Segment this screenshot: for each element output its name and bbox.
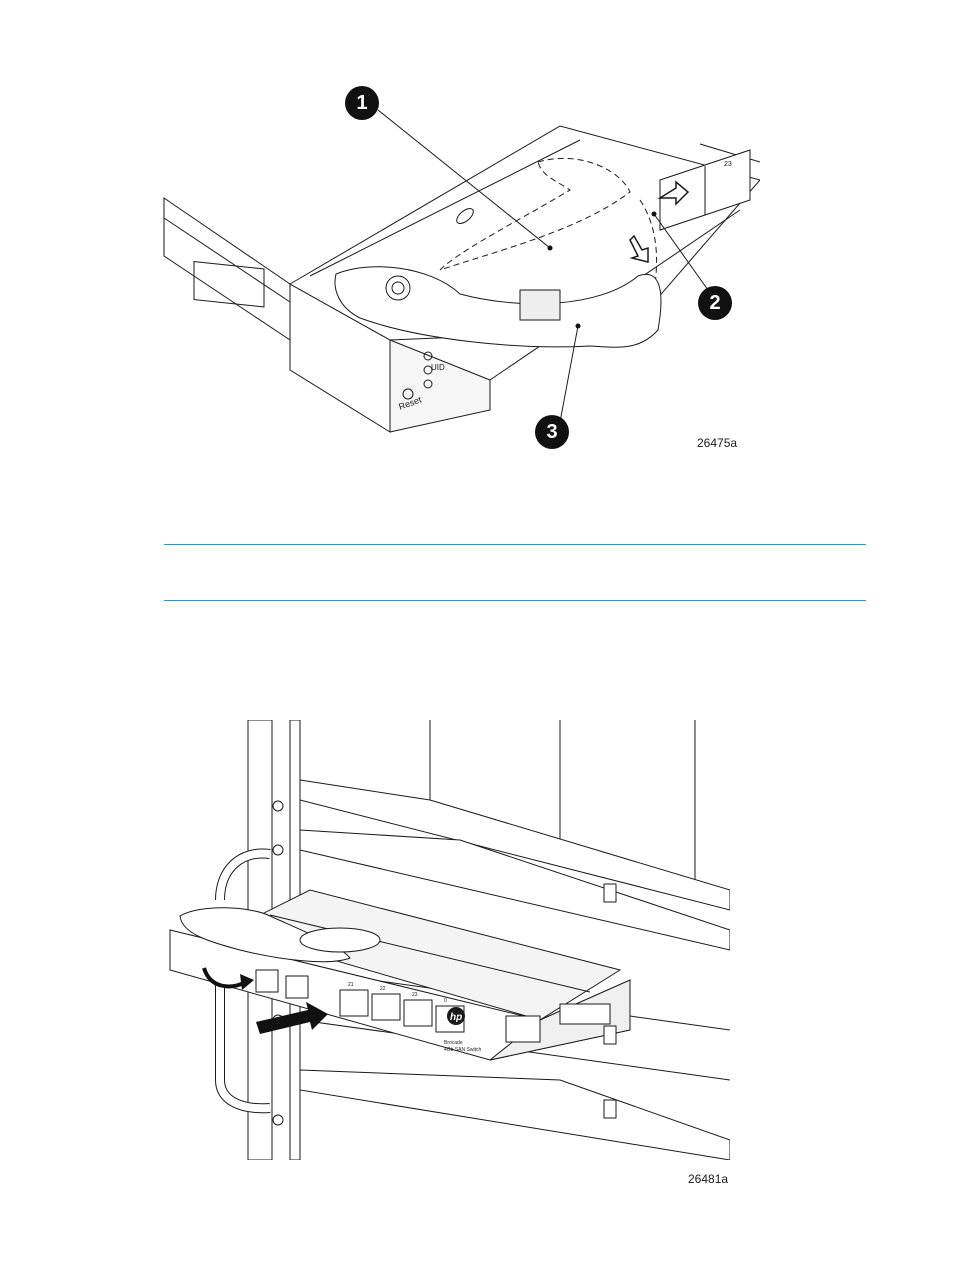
port-number-label: 23 [724, 161, 732, 168]
figure-2-number: 26481a [688, 1172, 728, 1186]
figure-handle-illustration: UID Reset 23 [160, 80, 760, 460]
port-label-23: 23 [412, 992, 418, 998]
handle-line-art: UID Reset 23 [160, 80, 760, 460]
figure-switch-insertion: hp Brocade 4Gb SAN Switch 21 22 23 0 [160, 720, 730, 1160]
uid-label: UID [431, 363, 445, 372]
callout-3: 3 [535, 415, 569, 449]
device-label-line1: Brocade [444, 1040, 463, 1046]
switch-line-art: hp Brocade 4Gb SAN Switch 21 22 23 0 [160, 720, 730, 1160]
device-label-line2: 4Gb SAN Switch [444, 1047, 481, 1053]
figure-1-number: 26475a [697, 436, 737, 450]
note-top-rule [164, 544, 866, 545]
hp-logo-text: hp [450, 1012, 462, 1023]
port-label-0: 0 [444, 998, 447, 1004]
port-label-22: 22 [380, 986, 386, 992]
callout-1: 1 [345, 86, 379, 120]
callout-2: 2 [698, 286, 732, 320]
note-bottom-rule [164, 600, 866, 601]
port-label-21: 21 [348, 982, 354, 988]
